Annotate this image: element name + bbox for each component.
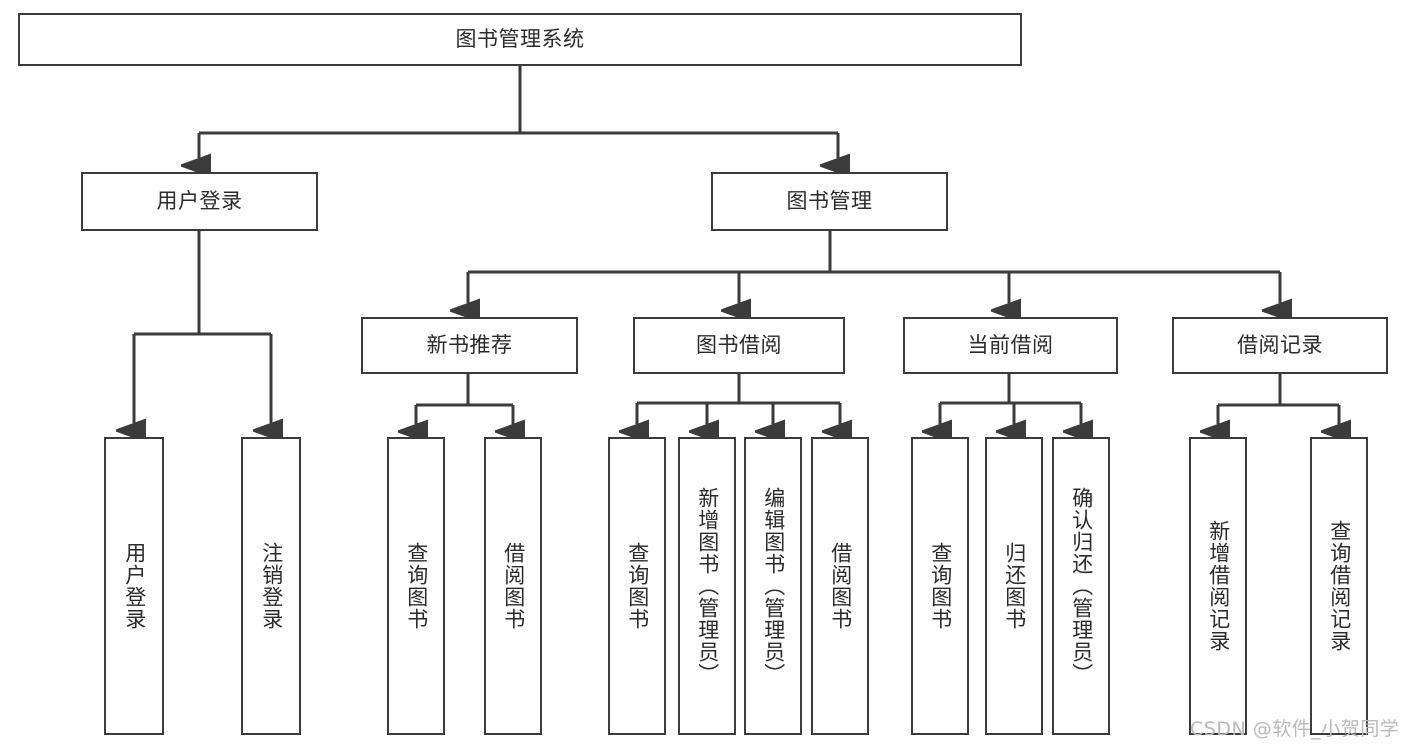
node-leaf-logout-login-label: 注销登录 xyxy=(259,542,284,630)
node-leaf-borrow-book-1-label: 借阅图书 xyxy=(501,542,526,630)
node-user-login-label: 用户登录 xyxy=(156,188,243,213)
node-leaf-confirm-return-admin[interactable]: 确认归还（管理员） xyxy=(1052,437,1110,735)
node-book-borrow[interactable]: 图书借阅 xyxy=(633,317,845,374)
node-borrow-record[interactable]: 借阅记录 xyxy=(1172,317,1388,374)
node-leaf-return-book[interactable]: 归还图书 xyxy=(985,437,1043,735)
node-book-management-label: 图书管理 xyxy=(786,188,873,213)
node-new-book-recommend[interactable]: 新书推荐 xyxy=(361,317,578,374)
node-leaf-edit-book-admin[interactable]: 编辑图书（管理员） xyxy=(744,437,802,735)
node-leaf-add-borrow-record[interactable]: 新增借阅记录 xyxy=(1189,437,1247,735)
node-leaf-add-book-admin[interactable]: 新增图书（管理员） xyxy=(678,437,736,735)
node-leaf-confirm-return-admin-label: 确认归还（管理员） xyxy=(1069,487,1094,685)
node-leaf-user-login[interactable]: 用户登录 xyxy=(104,437,164,735)
node-leaf-borrow-book-2-label: 借阅图书 xyxy=(828,542,853,630)
node-leaf-user-login-label: 用户登录 xyxy=(122,542,147,630)
node-leaf-borrow-book-2[interactable]: 借阅图书 xyxy=(811,437,869,735)
node-book-management[interactable]: 图书管理 xyxy=(711,172,948,231)
node-current-borrow-label: 当前借阅 xyxy=(967,332,1054,357)
node-leaf-borrow-book-1[interactable]: 借阅图书 xyxy=(484,437,542,735)
node-leaf-logout-login[interactable]: 注销登录 xyxy=(241,437,301,735)
node-leaf-query-book-3-label: 查询图书 xyxy=(928,542,953,630)
node-leaf-query-book-1-label: 查询图书 xyxy=(404,542,429,630)
node-leaf-query-book-2-label: 查询图书 xyxy=(625,542,650,630)
node-root-label: 图书管理系统 xyxy=(455,26,585,51)
node-leaf-edit-book-admin-label: 编辑图书（管理员） xyxy=(761,487,786,685)
node-borrow-record-label: 借阅记录 xyxy=(1237,332,1323,357)
node-leaf-add-book-admin-label: 新增图书（管理员） xyxy=(695,487,720,685)
node-current-borrow[interactable]: 当前借阅 xyxy=(903,317,1118,374)
node-leaf-return-book-label: 归还图书 xyxy=(1002,542,1027,630)
node-leaf-query-book-1[interactable]: 查询图书 xyxy=(387,437,445,735)
node-leaf-query-book-2[interactable]: 查询图书 xyxy=(608,437,666,735)
node-user-login[interactable]: 用户登录 xyxy=(81,172,318,231)
node-leaf-query-book-3[interactable]: 查询图书 xyxy=(911,437,969,735)
node-leaf-query-borrow-record[interactable]: 查询借阅记录 xyxy=(1310,437,1368,735)
node-leaf-query-borrow-record-label: 查询借阅记录 xyxy=(1327,520,1352,652)
node-new-book-recommend-label: 新书推荐 xyxy=(426,332,513,357)
node-root[interactable]: 图书管理系统 xyxy=(18,13,1022,66)
node-book-borrow-label: 图书借阅 xyxy=(696,332,782,357)
node-leaf-add-borrow-record-label: 新增借阅记录 xyxy=(1206,520,1231,652)
